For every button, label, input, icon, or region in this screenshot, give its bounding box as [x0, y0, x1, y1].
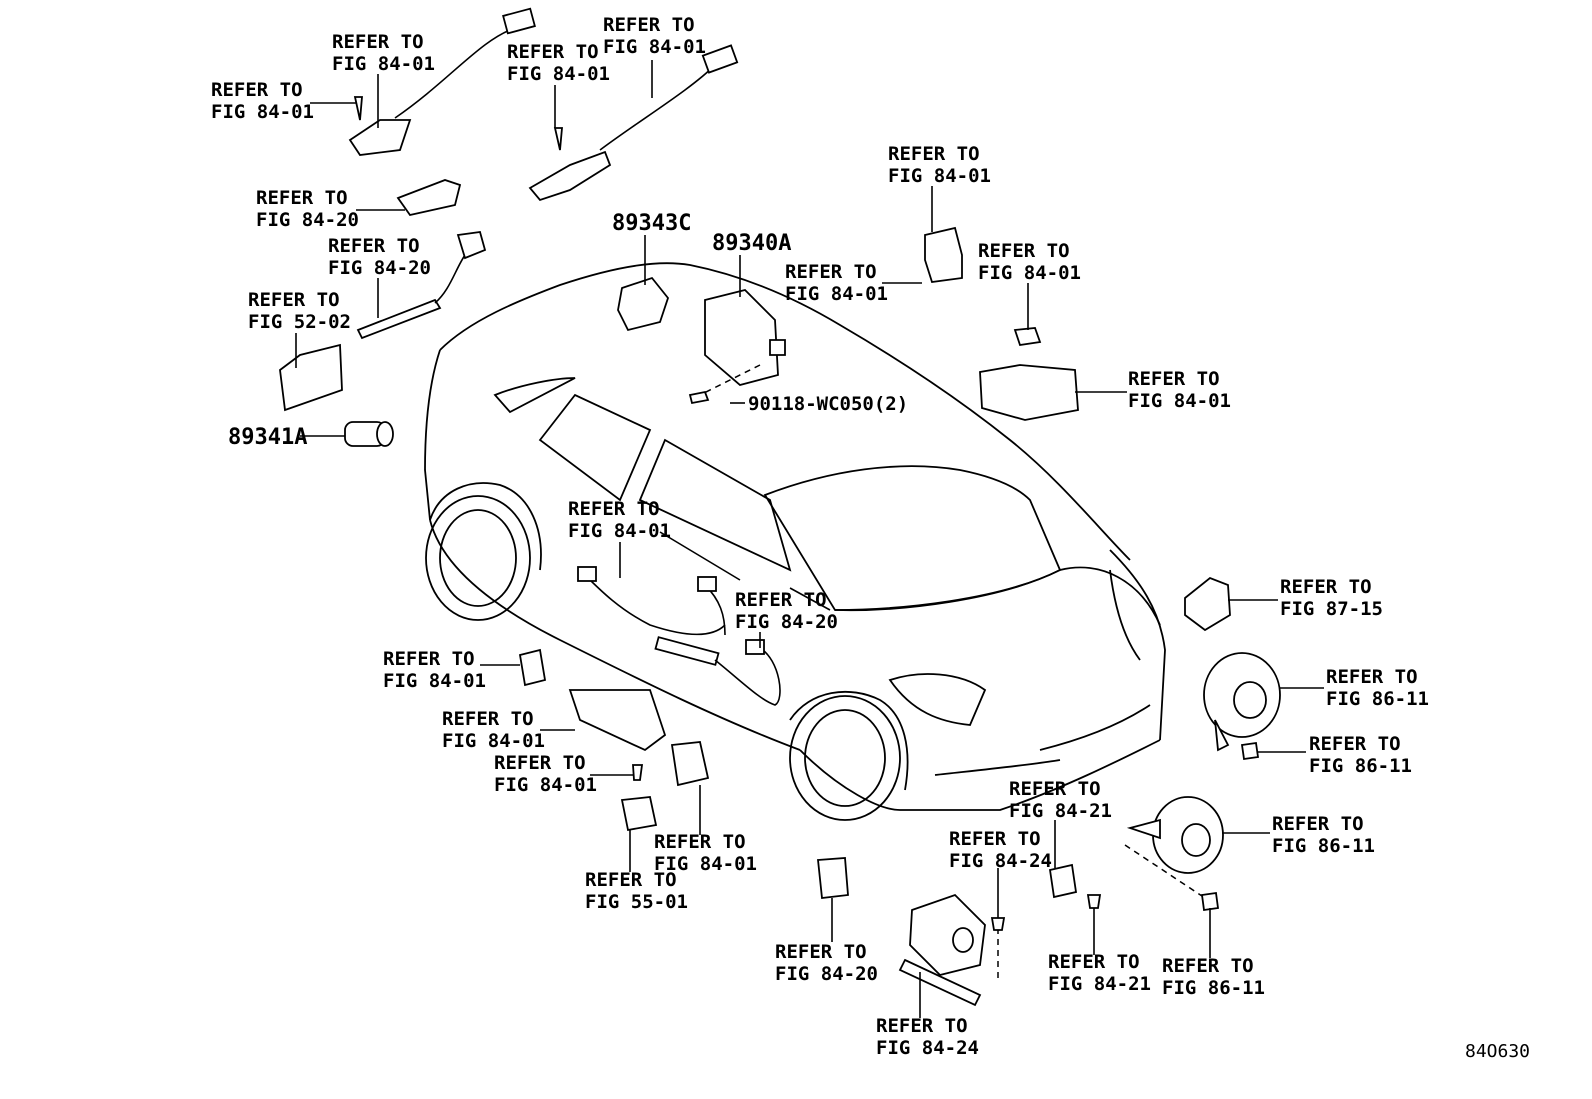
bracket-sensor-89343C: [617, 276, 670, 332]
relay-part: [924, 226, 963, 283]
bolt-84-21: [1086, 894, 1102, 909]
sensor-small: [396, 179, 462, 217]
sensor-cable-1: [348, 7, 536, 156]
connector-55-01: [620, 796, 658, 832]
figure-code: 84O630: [1465, 1041, 1530, 1062]
vehicle-outline: [424, 262, 1166, 821]
horn-upper: [1203, 652, 1281, 761]
nut: [1013, 327, 1042, 347]
clip: [632, 764, 644, 781]
part-number-89343C: 89343C: [612, 211, 691, 236]
sensor-84-21: [1048, 863, 1078, 899]
parts: [279, 7, 1281, 1007]
control-module-89340A: [688, 289, 786, 405]
antenna-strip: [356, 231, 487, 340]
switch-assembly: [568, 689, 667, 752]
switch-panel: [279, 343, 343, 412]
relay-84-20: [817, 857, 849, 899]
wire-harness: [577, 566, 781, 706]
part-number-89341A: 89341A: [228, 425, 307, 450]
buzzer-84-24: [898, 893, 1006, 1007]
part-number-labels: 89343C 89340A 89341A 90118-WC050(2): [228, 211, 908, 450]
control-box: [979, 364, 1079, 421]
ultrasonic-sensor-89341A: [344, 421, 394, 447]
knob-switch: [670, 741, 710, 787]
horn-lower: [1124, 796, 1224, 912]
sensor-87-15: [1184, 576, 1231, 632]
part-number-89340A: 89340A: [712, 231, 791, 256]
switch-small: [518, 648, 547, 687]
part-number-screw: 90118-WC050(2): [748, 393, 908, 415]
leader-lines: [295, 60, 1324, 1018]
sensor-cable-2: [528, 44, 739, 202]
